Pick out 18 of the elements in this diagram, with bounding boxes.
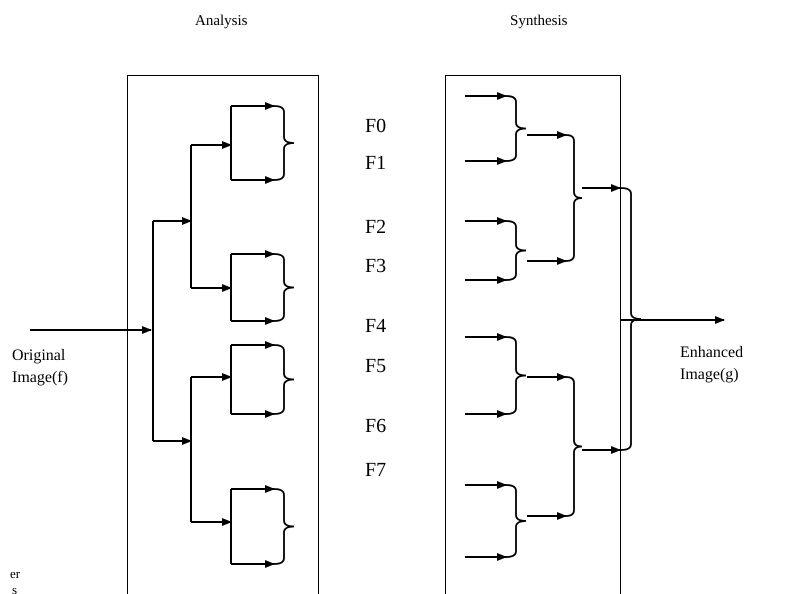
band-label: F3	[365, 254, 386, 279]
image-label: Enhanced Image(g)	[680, 342, 760, 386]
band-label: F0	[365, 114, 386, 139]
stage-panel	[127, 75, 319, 594]
stage-heading: Synthesis	[510, 12, 568, 31]
stage-heading: Analysis	[195, 12, 248, 31]
image-label: Original Image(f)	[12, 345, 82, 388]
note-text: s	[12, 582, 18, 594]
band-label: F2	[365, 215, 386, 240]
arrow	[30, 326, 152, 334]
arrow	[621, 316, 725, 324]
note-text: er	[10, 566, 20, 583]
band-label: F6	[365, 414, 386, 439]
band-label: F5	[365, 354, 386, 379]
band-label: F1	[365, 151, 386, 176]
stage-panel	[445, 75, 621, 594]
band-label: F7	[365, 458, 386, 483]
band-label: F4	[365, 314, 386, 339]
